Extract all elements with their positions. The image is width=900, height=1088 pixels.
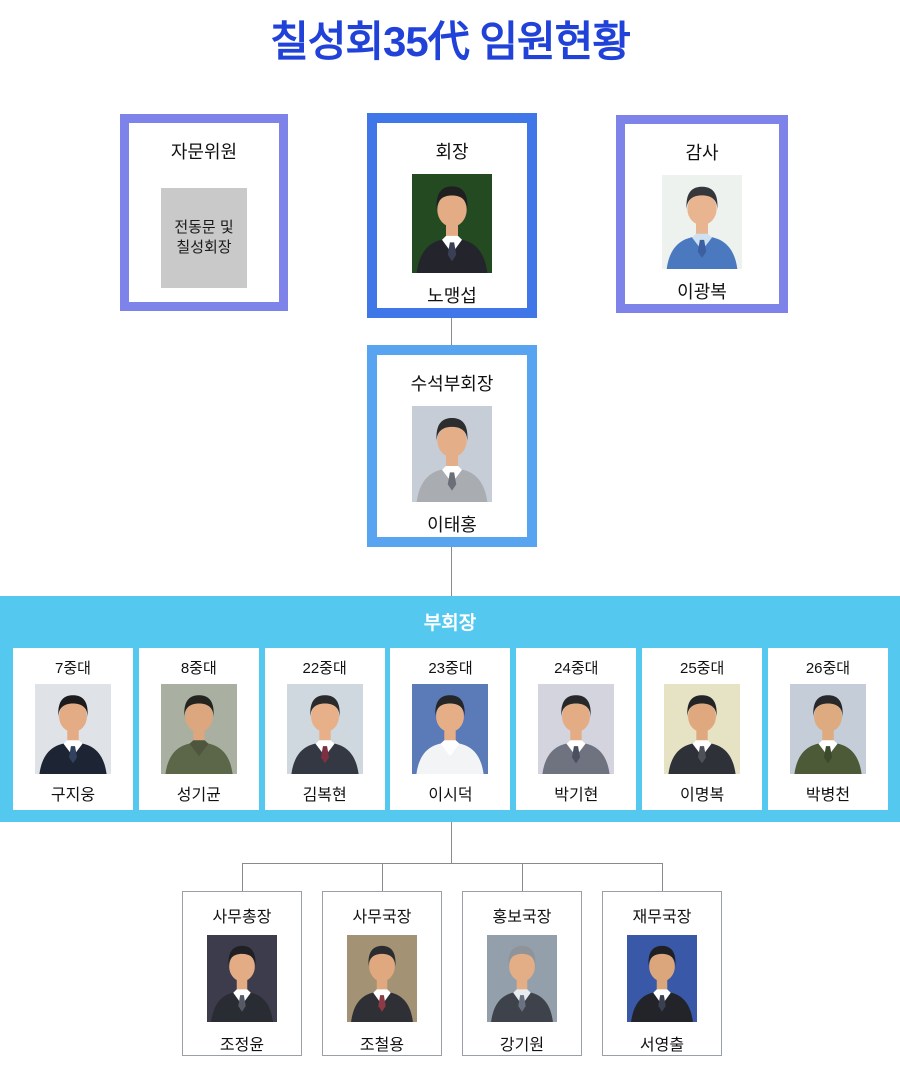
- senior-vp-box: 수석부회장 이태홍: [367, 345, 537, 547]
- staff-box-secretary-general: 사무총장 조정윤: [182, 891, 302, 1056]
- vp-portrait-photo: [664, 684, 741, 774]
- advisor-note-line1: 전동문 및: [174, 219, 234, 236]
- vp-name: 박기현: [554, 787, 599, 804]
- advisor-note-box: 전동문 및 칠성회장: [161, 188, 247, 288]
- president-portrait-photo: [412, 174, 492, 273]
- connector-staff-stub-1: [242, 863, 243, 891]
- senior-vp-box-title: 수석부회장: [410, 374, 494, 394]
- connector-staff-stub-2: [382, 863, 383, 891]
- staff-portrait-photo: [207, 935, 277, 1022]
- vp-card-24: 24중대 박기현: [516, 648, 637, 810]
- auditor-name: 이광복: [677, 282, 727, 302]
- vp-portrait-photo: [35, 684, 111, 774]
- connector-president-to-senior: [451, 318, 452, 345]
- connector-staff-stub-3: [522, 863, 523, 891]
- senior-vp-name: 이태홍: [427, 515, 477, 535]
- auditor-box-title: 감사: [685, 143, 719, 163]
- senior-vp-portrait-photo: [412, 406, 492, 502]
- vp-card-7: 7중대 구지웅: [13, 648, 133, 810]
- vp-card-8: 8중대 성기균: [138, 648, 259, 810]
- advisor-note-line2: 칠성회장: [176, 239, 232, 256]
- advisor-box: 자문위원 전동문 및 칠성회장: [120, 114, 288, 311]
- vice-president-band: 부회장 7중대 구지웅 8중대 성기균 22중대 김복현 23중대 이시덕: [0, 596, 900, 822]
- vp-unit-label: 24중대: [554, 660, 599, 677]
- auditor-box: 감사 이광복: [616, 115, 788, 313]
- staff-box-office-director: 사무국장 조철용: [322, 891, 442, 1056]
- vp-name: 박병천: [805, 787, 851, 804]
- vp-unit-label: 25중대: [679, 660, 725, 677]
- vp-unit-label: 23중대: [428, 660, 473, 677]
- vp-name: 구지웅: [50, 787, 96, 804]
- vp-name: 이시덕: [428, 787, 473, 804]
- vp-name: 이명복: [680, 787, 725, 804]
- vp-name: 성기균: [176, 787, 221, 804]
- vp-name: 김복현: [302, 787, 347, 804]
- vp-portrait-photo: [286, 684, 363, 774]
- staff-portrait-photo: [347, 935, 417, 1022]
- vp-portrait-photo: [412, 684, 489, 774]
- vp-portrait-photo: [160, 684, 237, 774]
- president-name: 노맹섭: [427, 286, 477, 306]
- staff-name: 조철용: [359, 1037, 405, 1054]
- connector-band-to-staff: [451, 822, 452, 863]
- vp-unit-label: 7중대: [55, 660, 91, 677]
- staff-name: 서영출: [639, 1037, 685, 1054]
- staff-box-finance-director: 재무국장 서영출: [602, 891, 722, 1056]
- vp-unit-label: 22중대: [302, 660, 347, 677]
- vice-president-cards: 7중대 구지웅 8중대 성기균 22중대 김복현 23중대 이시덕 24중대: [13, 648, 888, 810]
- staff-name: 강기원: [499, 1037, 545, 1054]
- staff-box-title: 사무국장: [352, 909, 412, 926]
- staff-portrait-photo: [487, 935, 557, 1022]
- vp-card-26: 26중대 박병천: [767, 648, 888, 810]
- auditor-portrait-photo: [662, 175, 742, 269]
- vp-portrait-photo: [789, 684, 866, 774]
- vp-card-25: 25중대 이명복: [642, 648, 763, 810]
- page-title: 칠성회35代 임원현황: [270, 18, 631, 65]
- staff-box-title: 홍보국장: [492, 909, 552, 926]
- vp-portrait-photo: [538, 684, 615, 774]
- staff-box-title: 재무국장: [632, 909, 692, 926]
- vp-card-22: 22중대 김복현: [264, 648, 385, 810]
- president-box-title: 회장: [435, 142, 469, 162]
- vp-unit-label: 26중대: [805, 660, 851, 677]
- advisor-box-title: 자문위원: [170, 142, 238, 162]
- vp-card-23: 23중대 이시덕: [390, 648, 511, 810]
- staff-box-title: 사무총장: [212, 909, 272, 926]
- connector-staff-horizontal: [242, 863, 662, 864]
- staff-portrait-photo: [627, 935, 697, 1022]
- vice-president-band-title: 부회장: [423, 613, 477, 634]
- vp-unit-label: 8중대: [180, 660, 217, 677]
- connector-senior-to-band: [451, 547, 452, 596]
- president-box: 회장 노맹섭: [367, 113, 537, 318]
- staff-name: 조정윤: [219, 1037, 265, 1054]
- connector-staff-stub-4: [662, 863, 663, 891]
- staff-box-pr-director: 홍보국장 강기원: [462, 891, 582, 1056]
